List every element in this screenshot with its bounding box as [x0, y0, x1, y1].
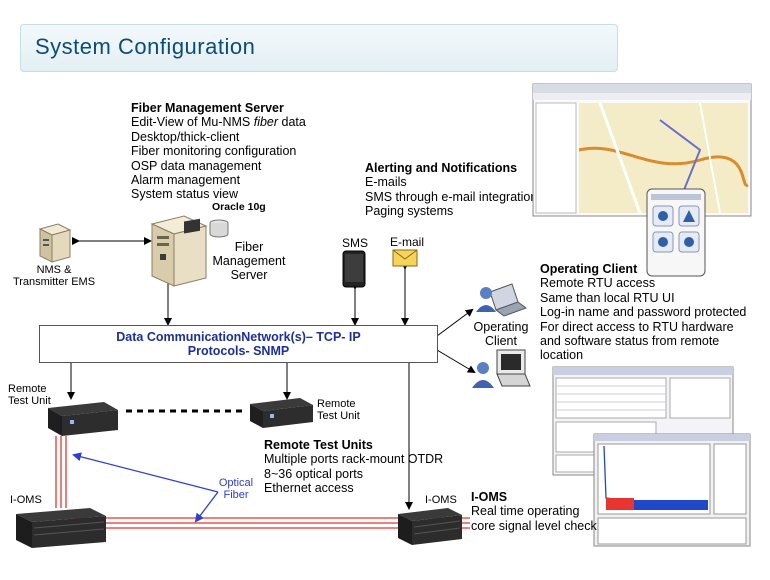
optical-fiber-arrow-2 [194, 491, 219, 523]
email-label: E-mail [390, 235, 425, 249]
operating-client-line-3: Log-in name and password protected [540, 305, 747, 320]
ioms-description: I-OMS Real time operating core signal le… [471, 490, 597, 533]
alerting-description: Alerting and Notifications E-mails SMS t… [365, 161, 537, 219]
operating-client-icon-label: Operating Client [473, 320, 529, 348]
sms-label: SMS [342, 236, 369, 250]
operating-client-description: Operating Client Remote RTU access Same … [540, 262, 746, 363]
operating-client-line-2: Same than local RTU UI [540, 290, 675, 305]
dcn-desktop-link [429, 343, 476, 374]
data-communication-network: Data CommunicationNetwork(s)– TCP- IP Pr… [39, 325, 438, 363]
ioms-left-label: I-OMS [10, 494, 42, 506]
rtu-heading: Remote Test Units [264, 438, 373, 452]
page-title: System Configuration [35, 34, 256, 59]
rtu-line-3: Ethernet access [264, 481, 354, 496]
fiber-server-line-4: OSP data management [131, 158, 262, 173]
alerting-line-1: E-mails [365, 175, 407, 190]
alerting-line-3: Paging systems [365, 204, 454, 219]
alerting-line-2: SMS through e-mail integration [365, 189, 538, 204]
fiber-server-description: Fiber Management Server Edit-View of Mu-… [131, 101, 306, 202]
fiber-server-line-3: Fiber monitoring configuration [131, 144, 297, 159]
optical-fiber-label: Optical Fiber [218, 477, 254, 501]
operating-client-line-5: and software status from remote [540, 334, 720, 349]
operating-client-line-4: For direct access to RTU hardware [540, 319, 734, 334]
rtu-description: Remote Test Units Multiple ports rack-mo… [264, 438, 443, 496]
fiber-server-line-1: Edit-View of Mu-NMS fiber data [131, 115, 306, 130]
ioms-right-label: I-OMS [425, 494, 457, 506]
fiber-server-line-6: System status view [131, 187, 238, 202]
dcn-laptop-link [429, 308, 474, 343]
operating-client-heading: Operating Client [540, 262, 638, 276]
rtu-line-2: 8~36 optical ports [264, 466, 364, 481]
ioms-heading: I-OMS [471, 490, 508, 504]
fiber-server-icon-label: Fiber Management Server [212, 240, 286, 282]
alerting-heading: Alerting and Notifications [365, 161, 518, 175]
title-bar: System Configuration [20, 24, 618, 72]
ioms-line-1: Real time operating [471, 504, 580, 519]
oracle-label: Oracle 10g [212, 201, 266, 213]
nms-label: NMS & Transmitter EMS [12, 264, 96, 288]
fiber-server-line-5: Alarm management [131, 173, 241, 188]
operating-client-line-6: location [540, 348, 584, 363]
dcn-label: Data CommunicationNetwork(s)– TCP- IP Pr… [116, 330, 361, 358]
ioms-line-2: core signal level check [471, 518, 597, 533]
optical-fiber-arrow-1 [72, 452, 219, 493]
rtu-left-label: Remote Test Unit [8, 383, 51, 407]
rtu-right-label: Remote Test Unit [317, 398, 360, 422]
operating-client-line-1: Remote RTU access [540, 276, 656, 291]
fiber-server-line-2: Desktop/thick-client [131, 129, 240, 144]
rtu-line-1: Multiple ports rack-mount OTDR [264, 452, 444, 467]
fiber-server-heading: Fiber Management Server [131, 101, 284, 115]
